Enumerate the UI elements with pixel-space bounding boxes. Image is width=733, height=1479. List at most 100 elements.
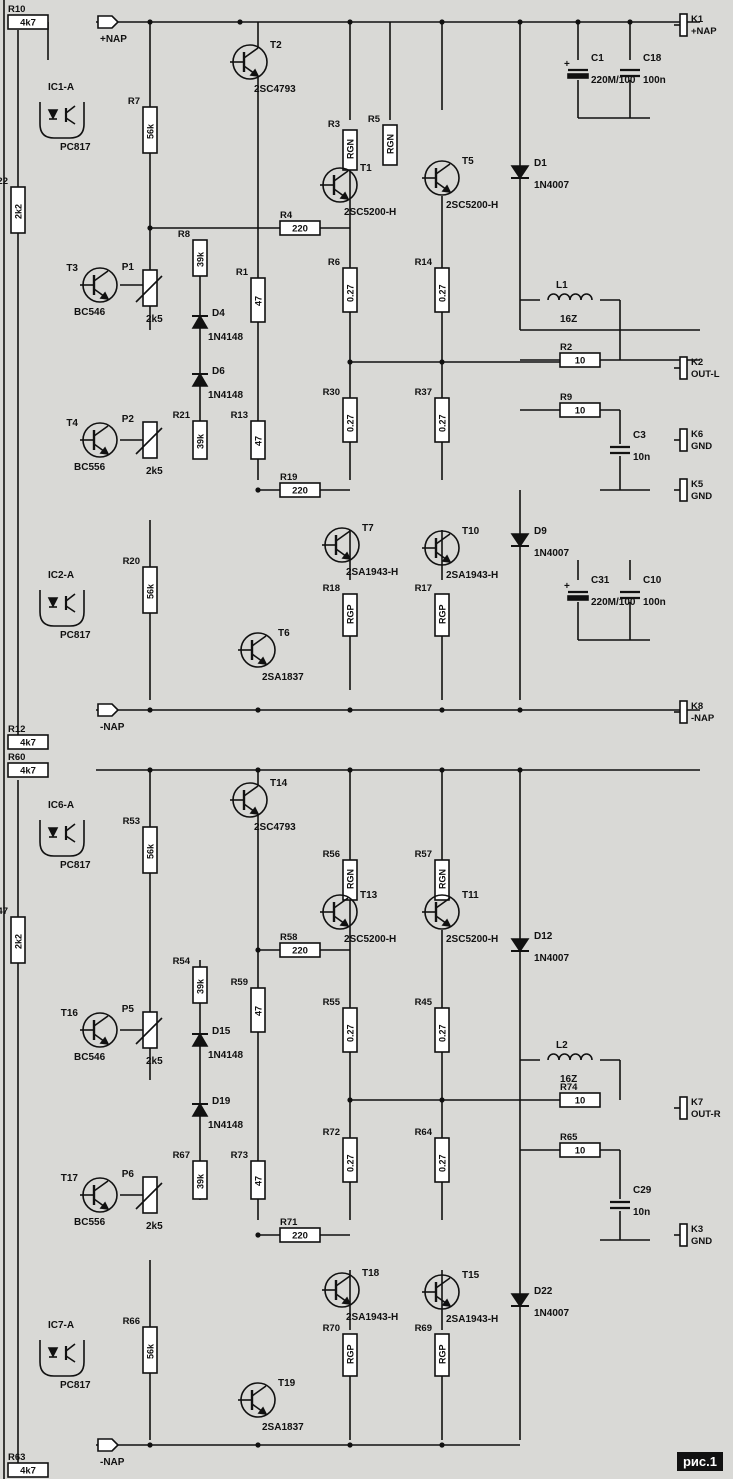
connector-k5 [679, 478, 688, 502]
resistor-value: 39k [196, 251, 206, 267]
rail-label: -NAP [100, 1457, 125, 1468]
capacitor-ref: C3 [633, 430, 646, 441]
resistor-value: 4k7 [20, 1466, 36, 1477]
resistor-value: 220 [292, 224, 308, 235]
optocoupler-part: PC817 [60, 142, 91, 153]
resistor-value: 0.27 [438, 1154, 448, 1172]
transistor-ref: T10 [462, 526, 480, 537]
resistor-r70 [342, 1333, 358, 1377]
connector-text: GND [691, 441, 712, 452]
resistor-r69 [434, 1333, 450, 1377]
diode-d4 [191, 314, 209, 329]
resistor-ref: R55 [323, 997, 341, 1008]
connector-k1 [679, 13, 688, 37]
resistor-value: 47 [254, 1176, 264, 1186]
resistor-ref: R21 [173, 410, 191, 421]
resistor-value: 10 [575, 1096, 586, 1107]
transistor-ref: T18 [362, 1268, 380, 1279]
resistor-value: RGP [438, 604, 448, 624]
transistor-ref: T1 [360, 163, 372, 174]
transistor-collector [333, 170, 349, 182]
label-layer: +NAP4k7R10IC1-APC8172k2R2256kR7T22SC4793… [0, 4, 721, 1477]
resistor-r1 [250, 277, 266, 323]
emitter-arrow [341, 1296, 352, 1306]
component-layer [7, 13, 688, 1478]
resistor-value: RGP [438, 1344, 448, 1364]
diode-ref: D22 [534, 1286, 553, 1297]
transistor-ref: T16 [61, 1008, 79, 1019]
resistor-ref: R30 [323, 387, 340, 398]
opto-collector [65, 1343, 76, 1352]
capacitor-ref: C29 [633, 1185, 652, 1196]
resistor-ref: R58 [280, 932, 297, 943]
transistor-collector [333, 897, 349, 909]
transistor-collector [251, 635, 267, 647]
resistor-ref: R3 [328, 119, 340, 130]
capacitor-plate [567, 73, 589, 79]
rail-tag [97, 703, 120, 717]
transistor-part: 2SC4793 [254, 822, 296, 833]
resistor-value: 2k2 [14, 934, 24, 949]
diode-d22 [510, 1293, 530, 1308]
resistor-value: 10 [575, 406, 586, 417]
resistor-value: 0.27 [346, 1154, 356, 1172]
figure-label: рис.1 [676, 1452, 723, 1471]
capacitor-plate [567, 595, 589, 601]
diode-ref: D19 [212, 1096, 231, 1107]
resistor-value: RGP [346, 1344, 356, 1364]
transistor-part: 2SA1837 [262, 672, 304, 683]
resistor-value: 0.27 [346, 1024, 356, 1042]
transistor-collector [435, 533, 451, 545]
diode-ref: D9 [534, 526, 547, 537]
resistor-r30 [342, 397, 358, 443]
resistor-r67 [192, 1160, 208, 1200]
resistor-r6 [342, 267, 358, 313]
inductor-l2 [547, 1053, 593, 1061]
resistor-value: 39k [196, 1173, 206, 1189]
connector-k6 [679, 428, 688, 452]
resistor-value: 47 [254, 296, 264, 306]
resistor-ref: R18 [323, 583, 340, 594]
connector-text: +NAP [691, 26, 717, 37]
resistor-value: 0.27 [438, 414, 448, 432]
optocoupler-body-ic1-a [39, 102, 85, 139]
resistor-value: 0.27 [346, 284, 356, 302]
resistor-ref: R45 [415, 997, 433, 1008]
transistor-collector [93, 1180, 109, 1192]
emitter-arrow [257, 656, 268, 666]
resistor-ref: R17 [415, 583, 432, 594]
resistor-value: 39k [196, 433, 206, 449]
junction-dot [255, 1442, 261, 1448]
transistor-collector [335, 530, 351, 542]
junction-dot [255, 1232, 261, 1238]
resistor-r56 [342, 859, 358, 901]
resistor-value: RGN [386, 134, 396, 154]
transistor-part: 2SA1837 [262, 1422, 304, 1433]
resistor-value: 2k2 [14, 204, 24, 219]
rail-tag [97, 1438, 120, 1452]
junction-dot [147, 707, 153, 713]
connector-ref: K2 [691, 357, 703, 368]
junction-dot [255, 487, 261, 493]
transistor-part: 2SC5200-H [344, 934, 396, 945]
diode-ref: D4 [212, 308, 225, 319]
resistor-ref: R6 [328, 257, 340, 268]
resistor-value: 47 [254, 1006, 264, 1016]
diode-ref: D12 [534, 931, 553, 942]
diode-d15 [191, 1032, 209, 1047]
capacitor-value: 100n [643, 75, 666, 86]
connector-text: OUT-R [691, 1109, 721, 1120]
rail-label: +NAP [100, 34, 127, 45]
emitter-arrow [441, 184, 452, 194]
pot-wiper [135, 1017, 163, 1045]
capacitor-value: 220M/100 [591, 597, 636, 608]
resistor-ref: R53 [123, 816, 140, 827]
inductor-ref: L1 [556, 280, 568, 291]
transistor-part: 2SA1943-H [346, 567, 398, 578]
resistor-r12 [7, 734, 49, 750]
emitter-arrow [249, 806, 260, 816]
resistor-value: 56k [146, 1343, 156, 1359]
diode-part: 1N4007 [534, 953, 569, 964]
transistor-collector [435, 897, 451, 909]
optocoupler-ref: IC7-A [48, 1320, 74, 1331]
